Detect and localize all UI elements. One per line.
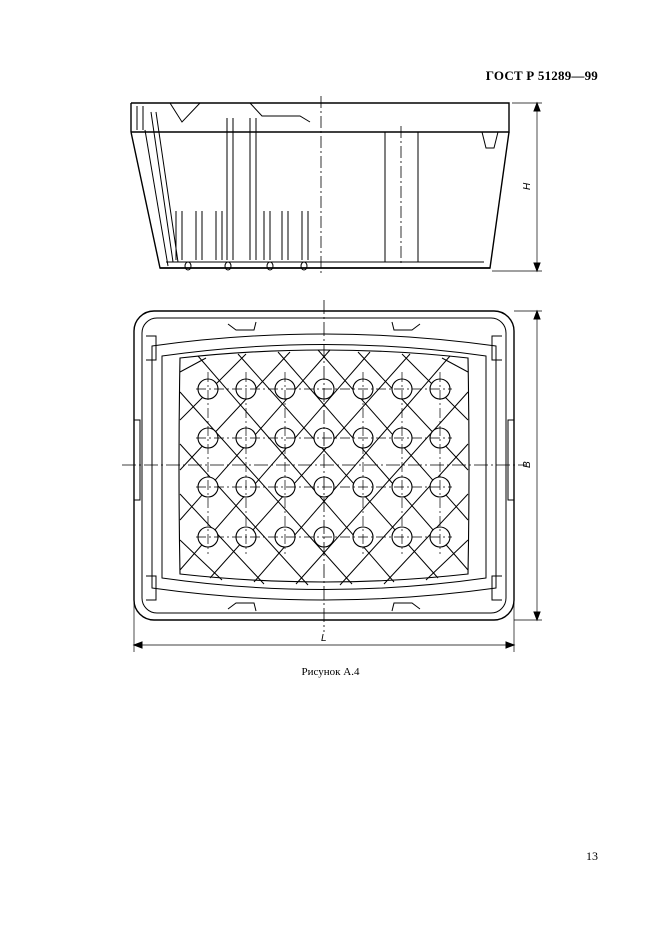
document-standard-header: ГОСТ Р 51289—99	[485, 68, 598, 83]
crate-side-view	[130, 102, 510, 271]
length-dimension	[132, 600, 516, 652]
width-dimension-label: B	[522, 461, 533, 468]
height-dimension	[492, 101, 542, 273]
figure-caption: Рисунок А.4	[301, 666, 360, 678]
length-dimension-label: L	[321, 633, 327, 644]
page-number: 13	[586, 849, 598, 863]
height-dimension-label: H	[522, 182, 533, 190]
width-dimension	[514, 309, 542, 622]
